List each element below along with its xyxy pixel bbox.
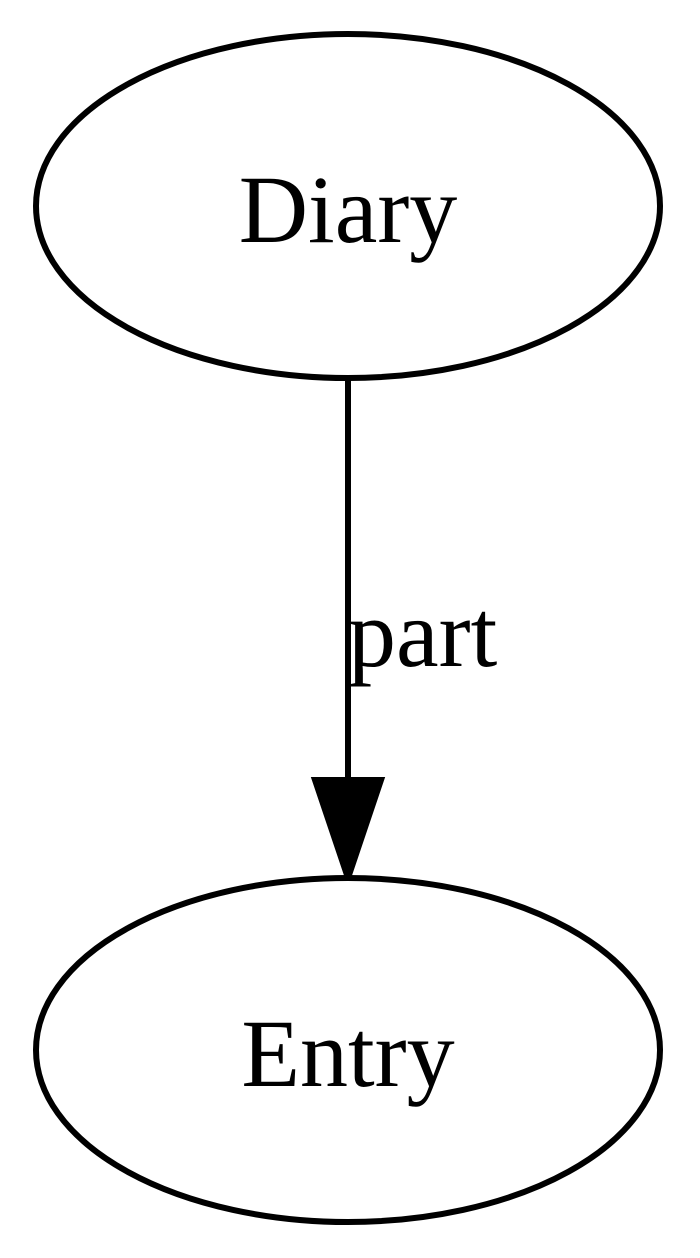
node-entry[interactable]: Entry (33, 875, 663, 1225)
edge-diary-entry-label: part (348, 580, 498, 687)
node-diary[interactable]: Diary (33, 31, 663, 381)
edge-diary-entry: part (310, 378, 498, 888)
node-entry-shape (33, 875, 663, 1225)
edge-diary-entry-arrowhead (310, 777, 386, 888)
node-diary-label: Diary (239, 156, 458, 263)
node-entry-label: Entry (241, 1000, 454, 1107)
